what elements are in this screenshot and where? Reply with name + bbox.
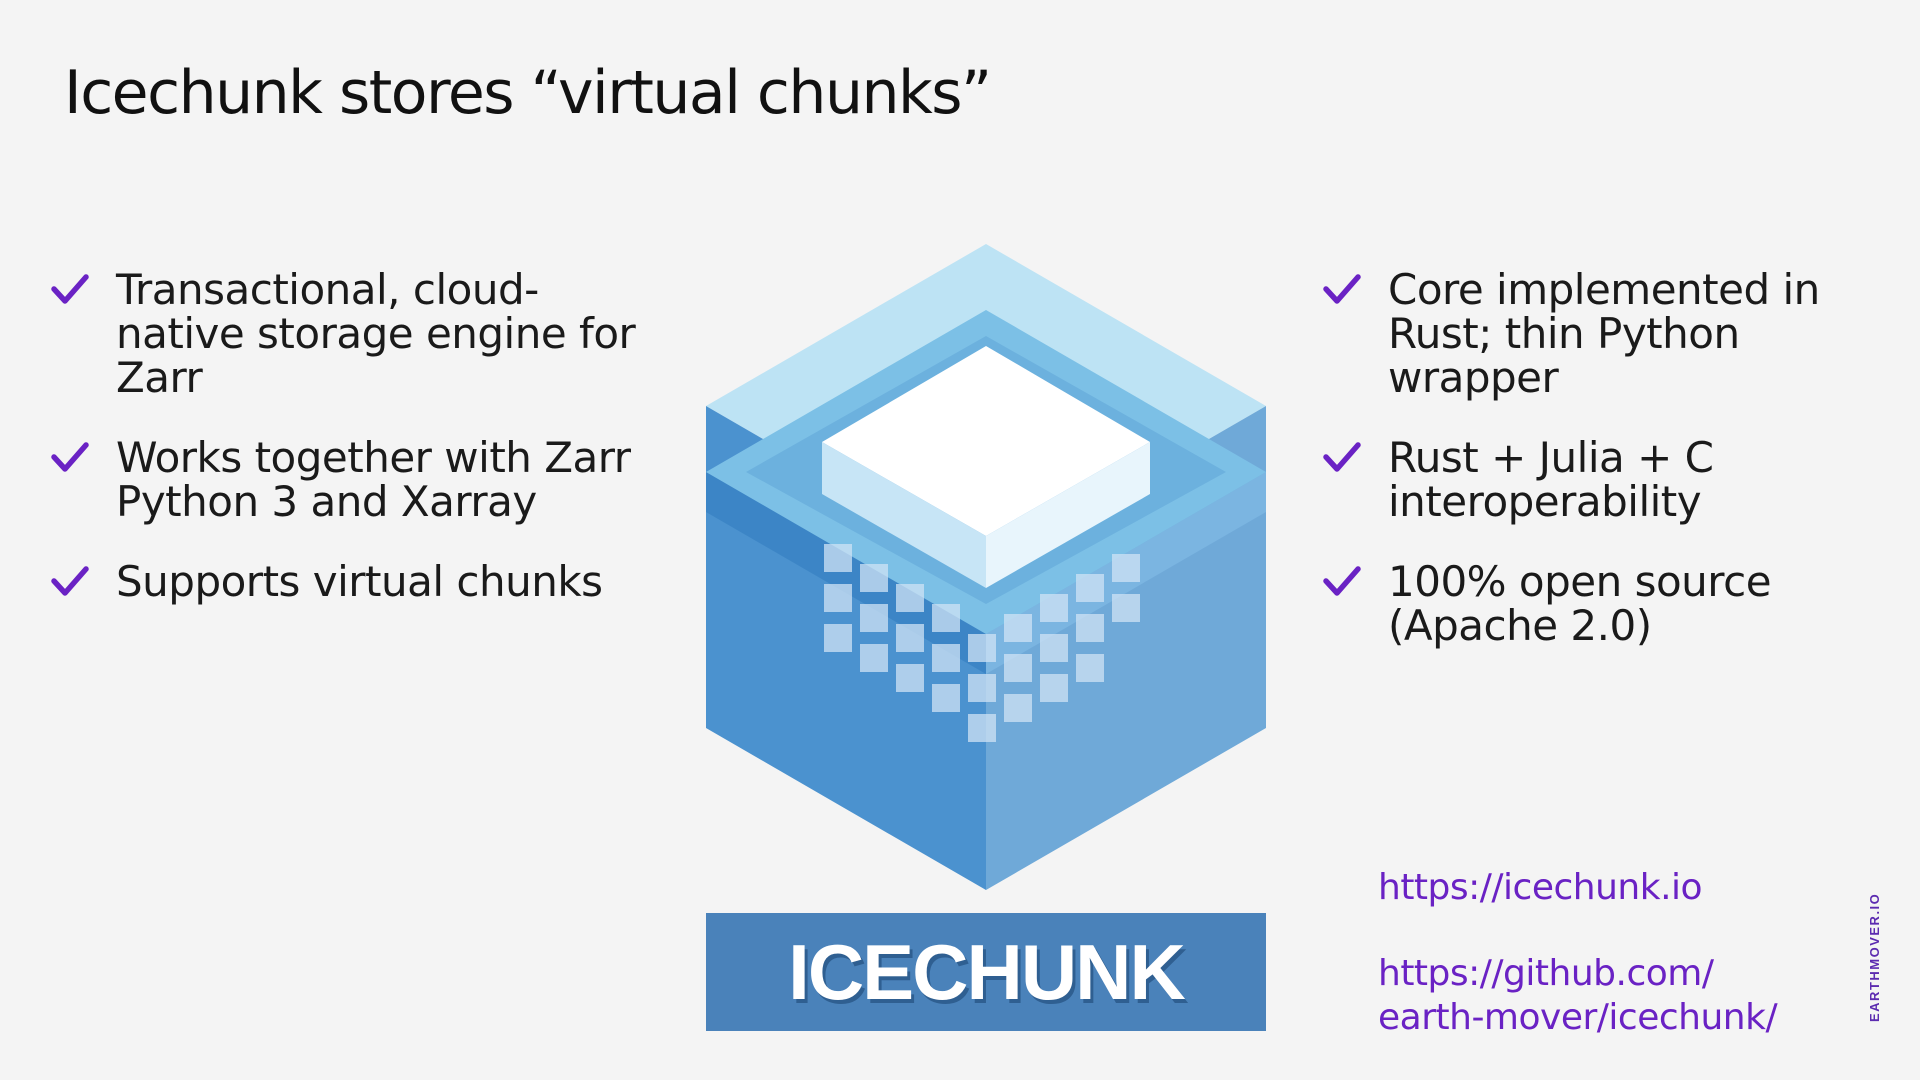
github-link-line-1[interactable]: https://github.com/ [1378, 953, 1714, 994]
feature-text: Supports virtual chunks [116, 557, 603, 606]
feature-item: Works together with Zarr Python 3 and Xa… [50, 436, 650, 524]
checkmark-icon [51, 274, 89, 304]
checkmark-icon [1323, 566, 1361, 596]
chunk-grid [824, 544, 1140, 742]
slide-title: Icechunk stores “virtual chunks” [64, 58, 992, 128]
ice-left-face [822, 442, 986, 588]
ice-top-face [822, 346, 1150, 536]
checkmark-icon [1323, 442, 1361, 472]
feature-item: 100% open source (Apache 2.0) [1322, 560, 1862, 648]
right-feature-list: Core implemented in Rust; thin Python wr… [1322, 268, 1862, 684]
icechunk-cube-logo [706, 244, 1266, 890]
left-feature-list: Transactional, cloud-native storage engi… [50, 268, 650, 640]
feature-text: Rust + Julia + C interoperability [1388, 433, 1714, 526]
feature-item: Supports virtual chunks [50, 560, 650, 604]
icechunk-wordmark: ICECHUNK [788, 927, 1186, 1016]
feature-item: Rust + Julia + C interoperability [1322, 436, 1862, 524]
feature-item: Core implemented in Rust; thin Python wr… [1322, 268, 1862, 400]
checkmark-icon [51, 566, 89, 596]
icechunk-wordmark-banner: ICECHUNK [706, 913, 1266, 1031]
checkmark-icon [1323, 274, 1361, 304]
feature-text: Transactional, cloud-native storage engi… [116, 265, 636, 402]
resource-links: https://icechunk.io https://github.com/ … [1378, 866, 1778, 1040]
feature-text: Works together with Zarr Python 3 and Xa… [116, 433, 631, 526]
github-link-line-2[interactable]: earth-mover/icechunk/ [1378, 997, 1778, 1038]
website-link[interactable]: https://icechunk.io [1378, 867, 1703, 908]
checkmark-icon [51, 442, 89, 472]
ice-right-face [986, 442, 1150, 588]
feature-item: Transactional, cloud-native storage engi… [50, 268, 650, 400]
feature-text: 100% open source (Apache 2.0) [1388, 557, 1772, 650]
feature-text: Core implemented in Rust; thin Python wr… [1388, 265, 1820, 402]
water-band-left [706, 472, 986, 674]
earthmover-brand-mark: EARTHMOVER.IO [1867, 892, 1882, 1022]
